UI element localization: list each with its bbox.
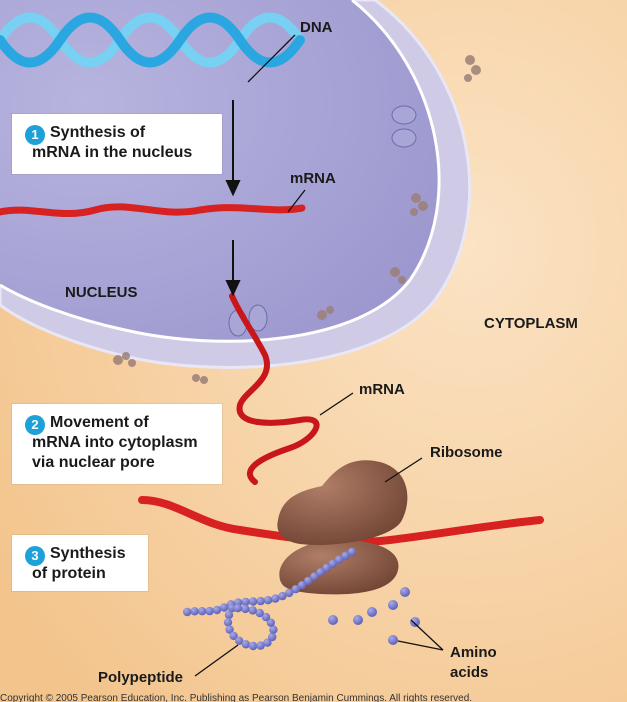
polypeptide-bead: [248, 641, 258, 651]
amino-acid: [353, 615, 363, 625]
polypeptide-bead: [266, 618, 275, 627]
polypeptide-bead: [341, 551, 350, 560]
polypeptide-bead: [263, 638, 272, 647]
step-number-badge: 2: [25, 415, 45, 435]
amino-acid: [410, 617, 420, 627]
polypeptide-bead: [328, 559, 337, 568]
amino-acid: [388, 635, 398, 645]
step-3-box: 3 Synthesis of protein: [12, 535, 148, 591]
step-3-line-2: of protein: [32, 565, 106, 582]
cytoplasm-label: CYTOPLASM: [484, 315, 578, 332]
step-2-text: Movement of mRNA into cytoplasm via nucl…: [32, 413, 198, 473]
mrna-label-nucleus: mRNA: [290, 170, 336, 187]
dna-helix: [0, 12, 305, 68]
amino-acid: [400, 587, 410, 597]
polypeptide-bead: [241, 640, 251, 649]
nucleus-label: NUCLEUS: [65, 284, 138, 301]
polypeptide-bead: [248, 597, 258, 606]
polypeptide-bead: [347, 547, 357, 557]
amino-acid: [388, 600, 398, 610]
step-2-box: 2 Movement of mRNA into cytoplasm via nu…: [12, 404, 222, 484]
polypeptide-bead: [268, 632, 277, 642]
polypeptide-bead: [197, 607, 207, 616]
step-2-line-3: via nuclear pore: [32, 454, 155, 471]
mrna-ribbon-spiral: [229, 293, 320, 485]
polypeptide-bead: [255, 608, 264, 618]
polypeptide-bead: [224, 610, 234, 620]
step-3-text: Synthesis of protein: [32, 544, 126, 584]
polypeptide-bead: [233, 604, 243, 613]
polypeptide-bead: [219, 603, 229, 612]
step-number-badge: 1: [25, 125, 45, 145]
polypeptide-bead: [227, 603, 237, 613]
copyright-notice: Copyright © 2005 Pearson Education, Inc.…: [0, 693, 473, 702]
polypeptide-bead: [235, 636, 244, 645]
mrna-strand-nucleus: [0, 203, 306, 218]
free-amino-acids: [328, 587, 420, 645]
polypeptide-bead: [291, 585, 300, 594]
polypeptide-bead: [334, 555, 344, 564]
polypeptide-bead: [271, 594, 280, 603]
polypeptide-label: Polypeptide: [98, 669, 184, 686]
ribosome-label: Ribosome: [430, 444, 503, 461]
polypeptide-bead: [304, 576, 313, 586]
polypeptide-bead: [269, 625, 278, 634]
polypeptide-bead: [322, 563, 331, 573]
inner-membrane-highlight: [0, 0, 441, 343]
polypeptide-bead: [205, 606, 214, 616]
step-1-text: Synthesis of mRNA in the nucleus: [32, 123, 192, 163]
dna-label: DNA: [300, 19, 333, 36]
amino-acids-label-line2: acids: [450, 664, 489, 681]
polypeptide-bead: [190, 607, 199, 616]
polypeptide-bead: [297, 581, 307, 590]
amino-acids-label-line1: Amino: [450, 644, 497, 661]
polypeptide-bead: [316, 568, 325, 577]
mrna-label-cytoplasm: mRNA: [359, 381, 405, 398]
polypeptide-bead: [261, 612, 271, 622]
polypeptide-bead: [248, 606, 257, 615]
polypeptide-bead: [183, 607, 192, 617]
polypeptide-bead: [256, 641, 265, 650]
polypeptide-bead: [310, 572, 319, 581]
polypeptide-bead: [212, 605, 222, 615]
polypeptide-chain: [183, 547, 357, 651]
polypeptide-bead: [241, 597, 250, 607]
step-1-line-2: mRNA in the nucleus: [32, 144, 193, 161]
step-1-box: 1 Synthesis of mRNA in the nucleus: [12, 114, 222, 174]
polypeptide-bead: [241, 604, 250, 614]
step-number-badge: 3: [25, 546, 45, 566]
step-3-line-1: Synthesis: [50, 545, 126, 562]
step-2-line-2: mRNA into cytoplasm: [32, 434, 198, 451]
polypeptide-bead: [225, 625, 234, 634]
polypeptide-bead: [229, 631, 238, 641]
amino-acid: [367, 607, 377, 617]
amino-acid: [328, 615, 338, 625]
flow-arrows: [225, 100, 241, 297]
polypeptide-bead: [263, 596, 273, 605]
nuclear-pore-upper: [391, 105, 417, 148]
polypeptide-bead: [278, 591, 287, 601]
polypeptide-bead: [256, 596, 265, 606]
step-1-line-1: Synthesis of: [50, 124, 146, 141]
leader-lines: [194, 34, 444, 677]
envelope-bumps: [113, 55, 481, 384]
step-2-line-1: Movement of: [50, 414, 149, 431]
polypeptide-bead: [223, 618, 233, 627]
polypeptide-bead: [285, 588, 294, 598]
